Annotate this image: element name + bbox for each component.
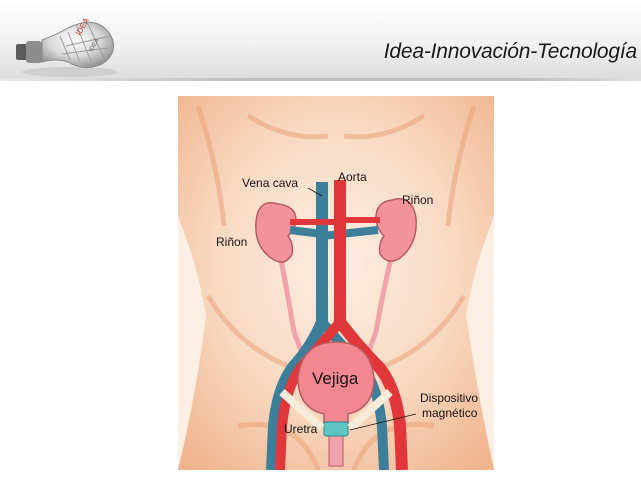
magnetic-device [324, 422, 348, 436]
header-divider [0, 78, 641, 81]
lightbulb-icon: IDEA IDEA [10, 6, 120, 78]
label-urethra: Uretra [284, 422, 318, 436]
label-vena-cava: Vena cava [242, 176, 298, 190]
urinary-system-diagram: Vena cava Aorta Riñon Riñon Vejiga Dispo… [178, 96, 494, 470]
renal-vein-left [290, 230, 322, 234]
label-aorta: Aorta [338, 170, 367, 184]
label-bladder: Vejiga [312, 369, 359, 388]
label-kidney-left: Riñon [216, 235, 247, 249]
label-kidney-right: Riñon [402, 193, 433, 207]
label-device-line2: magnético [422, 406, 478, 420]
label-device-line1: Dispositivo [420, 391, 478, 405]
page-title: Idea-Innovación-Tecnología [384, 40, 637, 64]
